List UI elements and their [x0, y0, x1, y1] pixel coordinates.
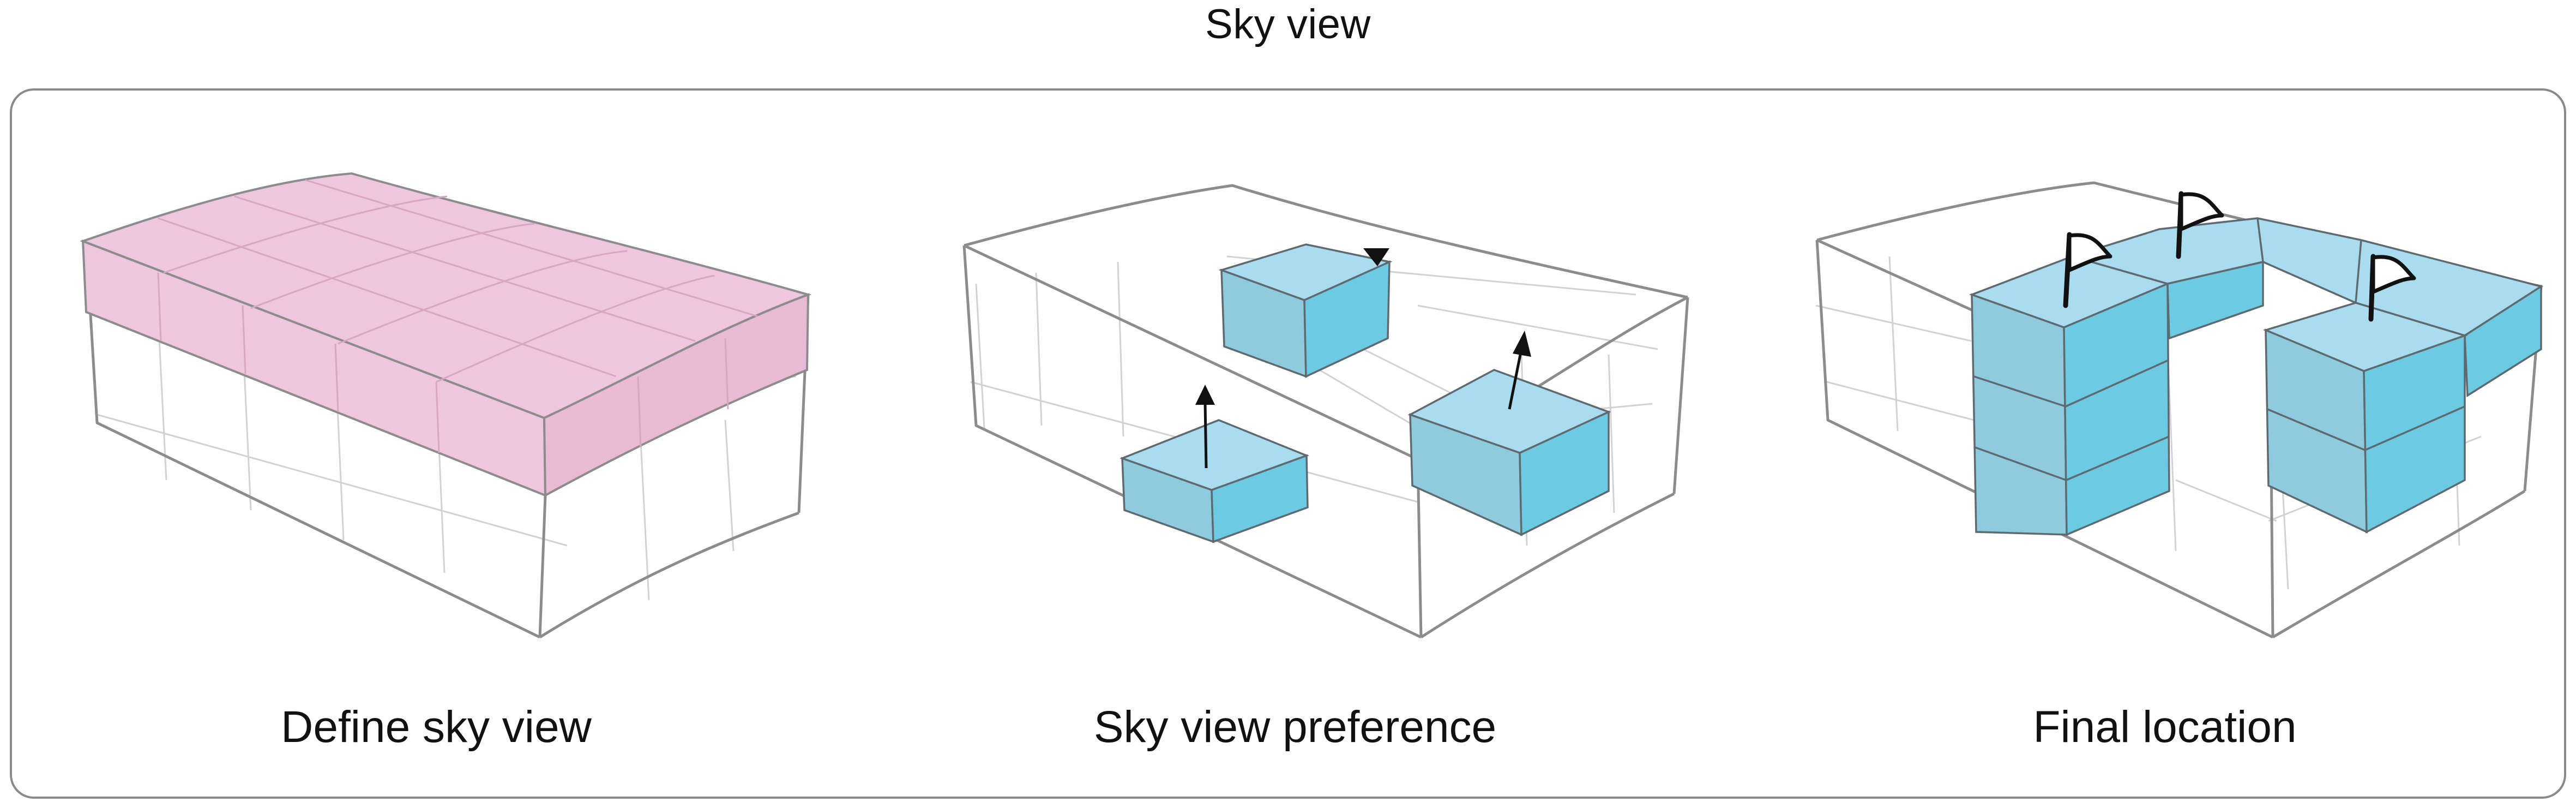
unit-cube	[1218, 243, 1393, 378]
panel-final-location	[1815, 181, 2544, 639]
figure-title: Sky view	[1205, 1, 1371, 47]
flag-icon	[2063, 232, 2112, 308]
up-arrow-icon	[1363, 248, 1389, 266]
unit-cube-row	[2068, 217, 2544, 398]
panel-sky-view-preference	[962, 184, 1689, 639]
caption-final-location: Final location	[2033, 702, 2297, 752]
figure-frame	[10, 88, 2566, 799]
caption-sky-view-preference: Sky view preference	[1093, 702, 1497, 752]
up-arrow-icon	[1508, 331, 1531, 410]
unit-cube	[1407, 369, 1611, 536]
flag-icon	[2176, 191, 2224, 259]
panel-define-sky-view	[80, 172, 812, 639]
caption-define-sky-view: Define sky view	[281, 702, 592, 752]
unit-cube	[1120, 419, 1309, 543]
sky-view-layer	[80, 172, 812, 498]
flag-icon	[2368, 254, 2416, 322]
unit-cube-column	[1969, 255, 2171, 536]
up-arrow-icon	[1195, 385, 1215, 469]
unit-cube-column	[2262, 302, 2468, 534]
